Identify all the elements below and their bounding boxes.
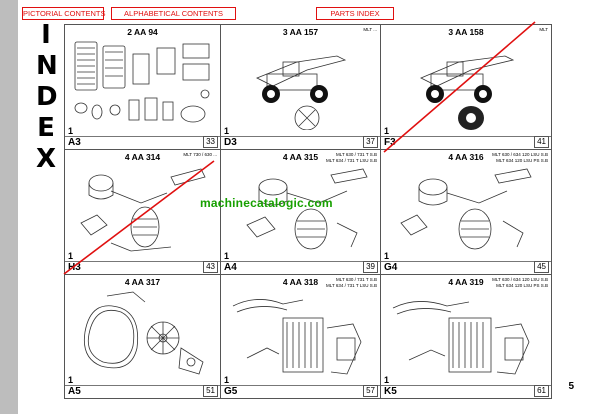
grid-reference: H3 <box>68 262 81 273</box>
grid-reference: A5 <box>68 386 81 397</box>
grid-reference: A4 <box>224 262 237 273</box>
page-number: 5 <box>568 381 574 392</box>
group-code: 4 AA 318 <box>282 277 319 287</box>
index-letter: X <box>36 144 57 174</box>
pictorial-contents-link[interactable]: PICTORIAL CONTENTS <box>22 7 106 20</box>
radiator-illustration <box>232 299 362 375</box>
group-code: 4 AA 316 <box>448 152 484 162</box>
quantity-label: 1 <box>68 251 74 261</box>
index-letter: D <box>36 82 58 112</box>
thumbnail-grid: 2 AA 94 1 A3 33 3 AA 157 MLT ... <box>64 24 552 399</box>
model-note: MLT 630 / 634 120 LSU S.B MLT 634 120 LS… <box>492 152 548 163</box>
cell-footer-divider <box>221 261 380 262</box>
thumbnail-cell-3aa157[interactable]: 3 AA 157 MLT ... 1 D3 37 <box>221 25 381 150</box>
group-code: 2 AA 94 <box>127 27 158 37</box>
grid-reference: G4 <box>384 262 398 273</box>
parts-index-link[interactable]: PARTS INDEX <box>316 7 394 20</box>
grid-reference: D3 <box>224 137 237 148</box>
quantity-label: 1 <box>224 375 230 385</box>
group-code: 4 AA 319 <box>448 277 484 287</box>
watermark-text: machinecatalogic.com <box>200 196 333 210</box>
cell-footer-divider <box>65 261 220 262</box>
index-letter: E <box>37 113 55 143</box>
model-note: MLT 630 / 731 T S.B MLT 634 / 731 T LSU … <box>326 152 377 163</box>
model-note: MLT 630 / 731 T S.B MLT 634 / 731 T LSU … <box>326 277 377 288</box>
quantity-label: 1 <box>384 251 390 261</box>
thumbnail-cell-3aa158[interactable]: 3 AA 158 MLT 1 F3 41 <box>381 25 552 150</box>
quantity-label: 1 <box>224 126 230 136</box>
page-ref-link[interactable]: 43 <box>203 261 218 273</box>
cell-footer-divider <box>221 136 380 137</box>
thumbnail-cell-4aa317[interactable]: 4 AA 317 1 A5 51 <box>65 275 221 399</box>
cell-footer-divider <box>65 385 220 386</box>
page-ref-link[interactable]: 41 <box>534 136 549 148</box>
quantity-label: 1 <box>224 251 230 261</box>
quantity-label: 1 <box>68 126 74 136</box>
cell-footer-divider <box>381 136 551 137</box>
index-letter: N <box>36 51 58 81</box>
page-ref-link[interactable]: 39 <box>363 261 378 273</box>
group-code: 4 AA 317 <box>124 277 161 287</box>
page-ref-link[interactable]: 33 <box>203 136 218 148</box>
model-note: MLT 630 / 634 120 LSU S.B MLT 634 120 LS… <box>492 277 548 288</box>
group-code: 4 AA 314 <box>124 152 161 162</box>
filter-parts-illustration <box>74 41 210 123</box>
cell-footer-divider <box>381 261 551 262</box>
group-code: 3 AA 158 <box>448 27 484 37</box>
index-letter: I <box>41 20 51 50</box>
thumbnail-cell-4aa316[interactable]: 4 AA 316 MLT 630 / 634 120 LSU S.B MLT 6… <box>381 150 552 275</box>
quantity-label: 1 <box>68 375 74 385</box>
thumbnail-cell-2aa94[interactable]: 2 AA 94 1 A3 33 <box>65 25 221 150</box>
thumbnail-cell-4aa314[interactable]: 4 AA 314 MLT 730 / 630 ... 1 H3 43 <box>65 150 221 275</box>
thumbnail-cell-4aa315[interactable]: 4 AA 315 MLT 630 / 731 T S.B MLT 634 / 7… <box>221 150 381 275</box>
model-note: MLT 730 / 630 ... <box>183 152 217 157</box>
page-ref-link[interactable]: 51 <box>203 385 218 397</box>
quantity-label: 1 <box>384 126 390 136</box>
cell-footer-divider <box>221 385 380 386</box>
fan-belt-illustration <box>83 291 204 375</box>
air-filter-illustration <box>246 168 368 250</box>
group-code: 4 AA 315 <box>282 152 319 162</box>
grid-reference: K5 <box>384 386 397 397</box>
air-filter-illustration <box>400 168 532 250</box>
air-filter-illustration <box>80 168 206 252</box>
page-ref-link[interactable]: 45 <box>534 261 549 273</box>
group-code: 3 AA 157 <box>282 27 319 37</box>
page-ref-link[interactable]: 37 <box>363 136 378 148</box>
alphabetical-contents-link[interactable]: ALPHABETICAL CONTENTS <box>111 7 236 20</box>
cell-footer-divider <box>65 136 220 137</box>
thumbnail-cell-4aa319[interactable]: 4 AA 319 MLT 630 / 634 120 LSU S.B MLT 6… <box>381 275 552 399</box>
model-note: MLT ... <box>363 27 377 32</box>
thumbnail-cell-4aa318[interactable]: 4 AA 318 MLT 630 / 731 T S.B MLT 634 / 7… <box>221 275 381 399</box>
grid-reference: A3 <box>68 137 81 148</box>
grid-reference: G5 <box>224 386 238 397</box>
radiator-illustration <box>392 301 530 375</box>
grid-reference: F3 <box>384 137 396 148</box>
telehandler-illustration <box>256 55 347 130</box>
page-ref-link[interactable]: 57 <box>363 385 378 397</box>
telehandler-illustration <box>420 55 515 130</box>
index-vertical-title: I N D E X <box>36 20 58 175</box>
quantity-label: 1 <box>384 375 390 385</box>
cell-footer-divider <box>381 385 551 386</box>
model-note: MLT <box>539 27 548 32</box>
page-ref-link[interactable]: 61 <box>534 385 549 397</box>
